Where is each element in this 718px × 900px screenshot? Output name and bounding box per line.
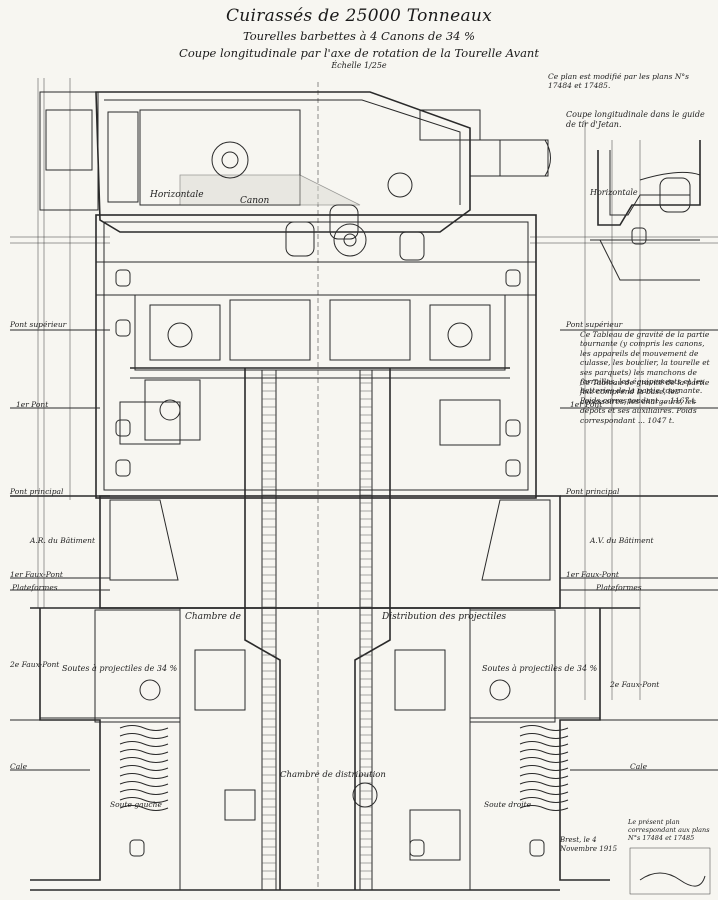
- magazine-rack-coil: [119, 797, 169, 803]
- room-label-soutes-left: Soutes à projectiles de 34 %: [62, 664, 178, 673]
- room-label-distribution-projectiles: Distribution des projectiles: [382, 612, 507, 622]
- deck-label-pont-superieur-right: Pont supérieur: [566, 320, 623, 329]
- room-label-chambre-distribution: Chambre de distribution: [280, 770, 386, 780]
- magazine-rack-coil: [119, 789, 169, 795]
- drawing-subtitle: Tourelles barbettes à 4 Canons de 34 %: [242, 29, 476, 43]
- magazine-rack-coil: [519, 773, 569, 779]
- room-label-soute-gauche: Soute gauche: [110, 800, 162, 809]
- deck-label-plateformes-left: Plateformes: [12, 583, 58, 592]
- av-batiment-label: A.V. du Bâtiment: [590, 536, 654, 545]
- magazine-rack-coil: [519, 797, 569, 803]
- magazine-rack-coil: [519, 757, 569, 763]
- magazine-rack-coil: [519, 725, 569, 731]
- magazine-rack-coil: [119, 733, 169, 739]
- right-note-fixed-part: Ce Tableau de gravité de la partie fixe …: [580, 378, 710, 425]
- magazine-rack-coil: [119, 757, 169, 763]
- magazine-rack-coil: [119, 805, 169, 811]
- magazine-rack-coil: [519, 789, 569, 795]
- deck-label-cale-right: Cale: [630, 762, 648, 771]
- magazine-rack-coil: [119, 765, 169, 771]
- deck-label-pont-principal-left: Pont principal: [10, 487, 64, 496]
- deck-label-faux-pont-1-right: 1er Faux-Pont: [566, 570, 619, 579]
- room-label-soutes-right: Soutes à projectiles de 34 %: [482, 664, 598, 673]
- signature-caption: Le présent plan correspondant aux plans …: [628, 818, 710, 843]
- title-block: Cuirassés de 25000 Tonneaux Tourelles ba…: [0, 6, 718, 70]
- barbette-walls: [95, 204, 537, 499]
- frame-lines: [37, 78, 641, 890]
- lower-structure: [30, 495, 610, 890]
- deck-label-pont-superieur-left: Pont supérieur: [10, 320, 67, 329]
- magazine-racks: [119, 725, 569, 811]
- room-label-chambre-de: Chambre de: [185, 612, 241, 622]
- deck-label-1er-pont-right: 1er Pont: [570, 400, 603, 409]
- magazine-rack-coil: [519, 805, 569, 811]
- drawing-title: Cuirassés de 25000 Tonneaux: [225, 6, 493, 26]
- room-label-soute-droite: Soute droite: [484, 800, 532, 809]
- drawing-scale: Échelle 1/25e: [331, 61, 387, 70]
- room-label-canon: Canon: [240, 196, 270, 206]
- magazine-rack-coil: [519, 733, 569, 739]
- magazine-rack-coil: [519, 781, 569, 787]
- right-note-rotating-part: Ce Tableau de gravité de la partie tourn…: [580, 330, 710, 405]
- deck-label-1er-pont-left: 1er Pont: [16, 400, 49, 409]
- magazine-rack-coil: [119, 725, 169, 731]
- magazine-rack-coil: [119, 773, 169, 779]
- room-label-horizontale-right: Horizontale: [590, 188, 638, 197]
- magazine-rack-coil: [119, 741, 169, 747]
- room-label-horizontale-left: Horizontale: [150, 190, 204, 200]
- magazine-rack-coil: [119, 749, 169, 755]
- gun-house: [39, 91, 551, 257]
- magazine-rack-coil: [119, 781, 169, 787]
- deck-label-faux-pont-2-right: 2e Faux-Pont: [610, 680, 660, 689]
- magazine-rack-coil: [519, 765, 569, 771]
- deck-label-pont-principal-right: Pont principal: [566, 487, 620, 496]
- inset-title: Coupe longitudinale dans le guide de tir…: [566, 110, 705, 129]
- central-trunk: [244, 368, 391, 890]
- deck-label-faux-pont-1-left: 1er Faux-Pont: [10, 570, 63, 579]
- signature-stamp: [629, 847, 711, 895]
- deck-label-faux-pont-2-left: 2e Faux-Pont: [10, 660, 60, 669]
- magazine-rack-coil: [519, 749, 569, 755]
- ar-batiment-label: A.R. du Bâtiment: [30, 536, 96, 545]
- inset-detail: [590, 140, 701, 281]
- signature-place-date: Brest, le 4 Novembre 1915: [560, 836, 618, 853]
- drawing-section-title: Coupe longitudinale par l'axe de rotatio…: [179, 46, 539, 60]
- deck-label-plateformes-right: Plateformes: [596, 583, 642, 592]
- top-right-note: Ce plan est modifié par les plans N°s 17…: [548, 72, 689, 91]
- deck-label-cale-left: Cale: [10, 762, 28, 771]
- magazine-rack-coil: [519, 741, 569, 747]
